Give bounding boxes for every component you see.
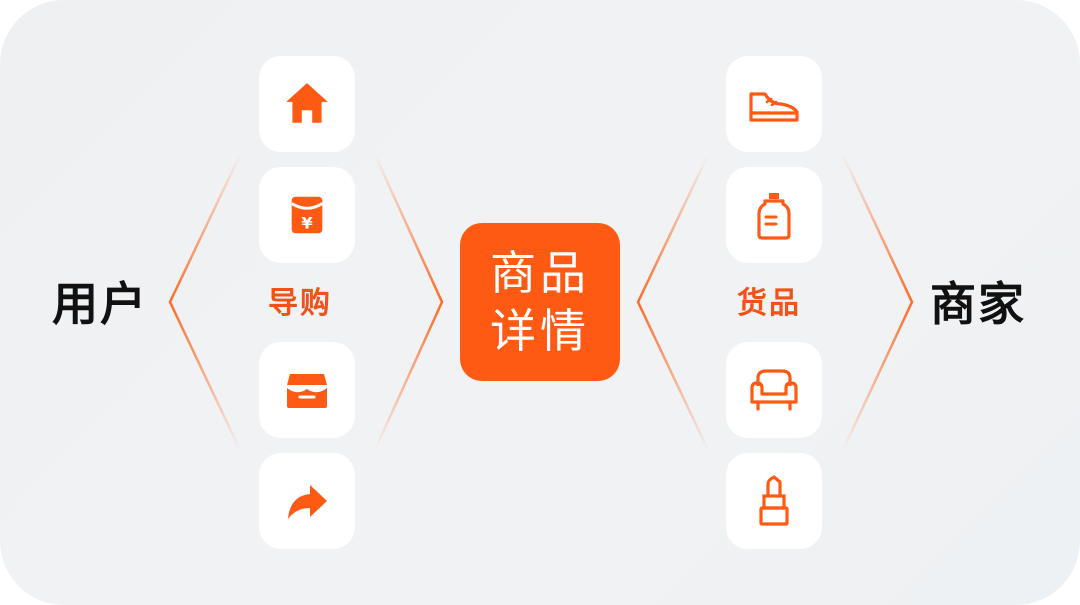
storefront-tile: [259, 342, 355, 438]
armchair-icon: [750, 369, 798, 411]
sneaker-icon: [749, 92, 799, 122]
center-line-1: 商品: [490, 246, 590, 300]
chevron-right-inner: [636, 153, 710, 452]
chevron-right-outer: [841, 153, 914, 452]
chevron-left-outer: [168, 153, 242, 452]
merchant-label: 商家: [930, 277, 1026, 331]
center-line-2: 详情: [490, 304, 590, 358]
baby-bottle-tile: [726, 167, 822, 263]
lipstick-icon: [759, 475, 789, 526]
svg-text:¥: ¥: [301, 213, 313, 232]
home-icon: [286, 83, 328, 123]
red-envelope-tile: ¥: [259, 167, 355, 263]
lipstick-tile: [726, 453, 822, 549]
sneaker-tile: [726, 56, 822, 152]
goods-label: 货品: [737, 286, 801, 321]
shopping-guide-label: 导购: [268, 286, 332, 321]
storefront-icon: [287, 374, 327, 408]
product-details-box: 商品 详情: [460, 223, 620, 381]
share-tile: [259, 453, 355, 549]
share-arrow-icon: [288, 485, 327, 519]
armchair-tile: [726, 342, 822, 438]
chevron-left-inner: [373, 153, 444, 452]
baby-bottle-icon: [757, 193, 791, 240]
home-tile: [259, 56, 355, 152]
user-label: 用户: [52, 277, 148, 331]
red-envelope-yuan-icon: ¥: [290, 196, 324, 234]
